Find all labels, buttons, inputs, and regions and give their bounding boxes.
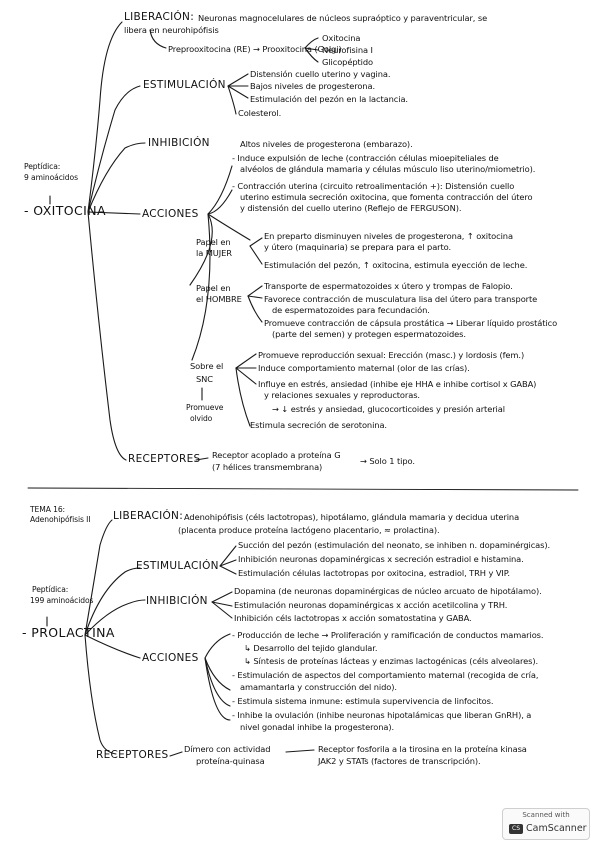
oxitocina-hombre-item: Transporte de espermatozoides x útero y … — [264, 281, 513, 291]
oxitocina-estimulacion-item: Estimulación del pezón en la lactancia. — [250, 94, 408, 104]
oxitocina-accion-general: - Induce expulsión de leche (contracción… — [232, 153, 499, 163]
prolactina-accion-item: - Estimula sistema inmune: estimula supe… — [232, 696, 494, 706]
oxitocina-snc-label: SNC — [196, 374, 213, 384]
prolactina-estimulacion-item: Succión del pezón (estimulación del neon… — [238, 540, 551, 550]
prolactina-liberacion-text: Adenohipófisis (céls lactotropas), hipot… — [184, 512, 520, 522]
prolactina-estimulacion-item: Estimulación células lactotropas por oxi… — [238, 568, 510, 578]
oxitocina-hombre-item: de espermatozoides para fecundación. — [272, 305, 430, 315]
oxitocina-liberacion-title: LIBERACIÓN: — [124, 11, 195, 23]
oxitocina-liberacion-text: Neuronas magnocelulares de núcleos supra… — [198, 13, 488, 23]
prolactina-accion-item: nivel gonadal inhibe la progesterona). — [240, 722, 395, 732]
camscanner-watermark: Scanned with CS CamScanner — [502, 808, 590, 840]
tema-title: Adenohipófisis II — [30, 515, 91, 524]
prolactina-receptores-result-2: JAK2 y STATs (factores de transcripción)… — [318, 756, 481, 766]
oxitocina-hombre-label: el HOMBRE — [196, 294, 242, 304]
oxitocina-mujer-item: Estimulación del pezón, ↑ oxitocina, est… — [264, 260, 528, 270]
tema-label: TEMA 16: — [30, 505, 66, 514]
prolactina-nature: Peptídica: — [32, 585, 69, 594]
oxitocina-hombre-item: Favorece contracción de musculatura lisa… — [264, 294, 538, 304]
oxitocina-estimulacion-title: ESTIMULACIÓN — [143, 79, 226, 91]
oxitocina-receptores-result: → Solo 1 tipo. — [360, 456, 415, 466]
oxitocina-hombre-item: (parte del semen) y protegen espermatozo… — [272, 329, 466, 339]
prolactina-estimulacion-title: ESTIMULACIÓN — [136, 560, 219, 572]
watermark-brand: CamScanner — [526, 823, 587, 834]
prolactina-accion-item: ↳ Desarrollo del tejido glandular. — [244, 643, 378, 653]
watermark-caption: Scanned with — [522, 811, 570, 819]
oxitocina-accion-general: uterino estimula secreción oxitocina, qu… — [240, 192, 533, 202]
prolactina-liberacion-text-2: (placenta produce proteína lactógeno pla… — [178, 525, 440, 535]
oxitocina-estimulacion-item: Bajos niveles de progesterona. — [250, 81, 375, 91]
oxitocina-mujer-item: En preparto disminuyen niveles de proges… — [264, 231, 513, 241]
oxitocina-snc-item: Influye en estrés, ansiedad (inhibe eje … — [258, 379, 537, 389]
oxitocina-hombre-label: Papel en — [196, 283, 231, 293]
prolactina-receptores-text-2: proteína-quinasa — [196, 756, 265, 766]
oxitocina-inhibicion-title: INHIBICIÓN — [148, 137, 210, 149]
oxitocina-accion-general: y distensión del cuello uterino (Reflejo… — [240, 203, 462, 213]
prolactina-accion-item: - Producción de leche → Proliferación y … — [232, 630, 544, 640]
prolactina-inhibicion-item: Inhibición céls lactotropas x acción som… — [234, 613, 472, 623]
prolactina-acciones-title: ACCIONES — [142, 652, 199, 664]
oxitocina-snc-item: y relaciones sexuales y reproductoras. — [264, 390, 420, 400]
camscanner-logo-icon: CS — [509, 824, 523, 834]
oxitocina-receptores-text-2: (7 hélices transmembrana) — [212, 462, 323, 472]
prolactina-inhibicion-item: Dopamina (de neuronas dopaminérgicas de … — [234, 586, 542, 596]
prolactina-accion-item: ↳ Síntesis de proteínas lácteas y enzima… — [244, 656, 539, 666]
oxitocina-accion-general: - Contracción uterina (circuito retroali… — [232, 181, 515, 191]
oxitocina-snc-side: Promueve — [186, 403, 224, 412]
oxitocina-acciones-title: ACCIONES — [142, 208, 199, 220]
oxitocina-product: Neurofisina I — [322, 45, 373, 55]
prolactina-accion-item: - Inhibe la ovulación (inhibe neuronas h… — [232, 710, 532, 720]
oxitocina-receptores-text: Receptor acoplado a proteína G — [212, 450, 341, 460]
oxitocina-snc-item: Promueve reproducción sexual: Erección (… — [258, 350, 525, 360]
prolactina-receptores-title: RECEPTORES — [96, 749, 169, 761]
oxitocina-snc-item: Estimula secreción de serotonina. — [250, 420, 387, 430]
oxitocina-mujer-item: y útero (maquinaria) se prepara para el … — [264, 242, 452, 252]
prolactina-receptores-text: Dímero con actividad — [184, 744, 271, 754]
prolactina-liberacion-title: LIBERACIÓN: — [113, 510, 184, 522]
oxitocina-hombre-item: Promueve contracción de cápsula prostáti… — [264, 318, 558, 328]
oxitocina-nature: 9 aminoácidos — [24, 173, 78, 182]
oxitocina-accion-general: alvéolos de glándula mamaria y células m… — [240, 164, 536, 174]
prolactina-accion-item: - Estimulación de aspectos del comportam… — [232, 670, 539, 680]
oxitocina-inhibicion-text: Altos niveles de progesterona (embarazo)… — [240, 139, 413, 149]
oxitocina-snc-item: Induce comportamiento maternal (olor de … — [258, 363, 470, 373]
oxitocina-product: Oxitocina — [322, 33, 361, 43]
prolactina-receptores-result: Receptor fosforila a la tirosina en la p… — [318, 744, 527, 754]
prolactina-accion-item: amamantarla y construcción del nido). — [240, 682, 397, 692]
oxitocina-mujer-label: Papel en — [196, 237, 231, 247]
prolactina-label: - PROLACTINA — [22, 625, 115, 640]
oxitocina-snc-label: Sobre el — [190, 361, 224, 371]
prolactina-nature: 199 aminoácidos — [30, 596, 94, 605]
prolactina-estimulacion-item: Inhibición neuronas dopaminérgicas x sec… — [238, 554, 524, 564]
oxitocina-snc-side: olvido — [190, 414, 213, 423]
oxitocina-nature: Peptídica: — [24, 162, 61, 171]
oxitocina-synthesis-chain: Preprooxitocina (RE) → Prooxitocina (Gol… — [168, 44, 342, 54]
oxitocina-estimulacion-item: Distensión cuello uterino y vagina. — [250, 69, 391, 79]
oxitocina-mujer-label: la MUJER — [196, 248, 232, 258]
oxitocina-receptores-title: RECEPTORES — [128, 453, 201, 465]
oxitocina-snc-item: → ↓ estrés y ansiedad, glucocorticoides … — [272, 404, 505, 414]
prolactina-inhibicion-item: Estimulación neuronas dopaminérgicas x a… — [234, 600, 508, 610]
oxitocina-product: Glicopéptido — [322, 57, 374, 67]
oxitocina-liberacion-text-2: libera en neurohipófisis — [124, 25, 219, 35]
oxitocina-label: - OXITOCINA — [24, 203, 106, 218]
prolactina-inhibicion-title: INHIBICIÓN — [146, 595, 208, 607]
oxitocina-estimulacion-item: Colesterol. — [238, 108, 282, 118]
